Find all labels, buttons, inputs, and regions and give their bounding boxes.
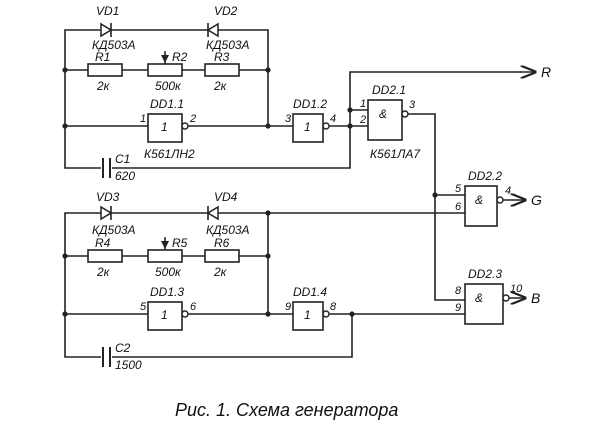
- capacitor-c2-symbol: [101, 347, 112, 367]
- diode-vd1-symbol: [100, 22, 113, 38]
- vd3-type: КД503А: [92, 223, 136, 237]
- resistor-r6-body: [204, 249, 240, 263]
- c1-value: 620: [115, 169, 135, 183]
- capacitor-c1-symbol: [101, 158, 112, 178]
- vd4-type: КД503А: [206, 223, 250, 237]
- junction-dots: [62, 67, 438, 317]
- resistor-r1-body: [87, 63, 123, 77]
- dd1-3-pin-out: 6: [190, 301, 197, 313]
- dd2-2-pin-in2: 6: [455, 201, 462, 213]
- output-r-label: R: [541, 64, 551, 80]
- dd2-1-label: DD2.1: [372, 83, 406, 97]
- gate-dd2-1: [367, 99, 409, 141]
- r2-value: 500к: [155, 79, 182, 93]
- figure-caption: Рис. 1. Схема генератора: [175, 400, 398, 420]
- c2-label: C2: [115, 341, 131, 355]
- vd1-label: VD1: [96, 4, 119, 18]
- r6-label: R6: [214, 236, 230, 250]
- gate-dd1-4: [292, 301, 330, 331]
- dd1-3-pin-in: 5: [140, 301, 147, 313]
- dd1-1-pin-in: 1: [140, 113, 146, 125]
- dd1-1-label: DD1.1: [150, 97, 184, 111]
- dd1-4-pin-out: 8: [330, 301, 337, 313]
- r5-wiper-arrow: [161, 241, 169, 249]
- dd1-2-pin-in: 3: [285, 113, 292, 125]
- dd2-3-pin-in1: 8: [455, 285, 462, 297]
- r1-label: R1: [95, 50, 110, 64]
- dd1-4-pin-in: 9: [285, 301, 291, 313]
- gate-dd1-3: [147, 301, 189, 331]
- dd2-1-symbol: &: [379, 107, 387, 121]
- vd2-label: VD2: [214, 4, 238, 18]
- dd2-2-symbol: &: [475, 193, 483, 207]
- c1-label: C1: [115, 152, 130, 166]
- gate-dd1-2: [292, 113, 330, 143]
- vd1-type: КД503А: [92, 38, 136, 52]
- resistor-r3-body: [204, 63, 240, 77]
- dd1-1-symbol: 1: [161, 120, 168, 134]
- dd2-2-pin-in1: 5: [455, 183, 462, 195]
- dd2-1-pin-in2: 2: [359, 114, 366, 126]
- dd2-1-pin-in1: 1: [360, 98, 366, 110]
- dd2-1-pin-out: 3: [409, 99, 416, 111]
- r5-label: R5: [172, 236, 188, 250]
- vd3-label: VD3: [96, 190, 120, 204]
- r2-label: R2: [172, 50, 188, 64]
- gate-dd2-3: [464, 283, 510, 325]
- dd1-4-symbol: 1: [304, 308, 311, 322]
- r3-label: R3: [214, 50, 230, 64]
- output-b-label: B: [531, 290, 540, 306]
- output-g-label: G: [531, 192, 542, 208]
- resistor-r5-body: [147, 249, 183, 263]
- dd2-3-label: DD2.3: [468, 267, 502, 281]
- diode-vd2-symbol: [206, 22, 219, 38]
- vd2-type: КД503А: [206, 38, 250, 52]
- gate-dd1-1: [147, 113, 189, 143]
- dd2-2-label: DD2.2: [468, 169, 502, 183]
- r3-value: 2к: [213, 79, 228, 93]
- dd2-3-pin-out: 10: [510, 283, 523, 295]
- r5-value: 500к: [155, 265, 182, 279]
- r6-value: 2к: [213, 265, 228, 279]
- r2-wiper-arrow: [161, 55, 169, 63]
- resistor-r2-body: [147, 63, 183, 77]
- dd1-3-symbol: 1: [161, 308, 168, 322]
- diode-vd3-symbol: [100, 205, 113, 221]
- diode-vd4-symbol: [206, 205, 219, 221]
- dd1-2-symbol: 1: [304, 120, 311, 134]
- top-branch-wires: [64, 29, 521, 301]
- dd1-chip-type: К561ЛН2: [144, 147, 195, 161]
- dd1-4-label: DD1.4: [293, 285, 327, 299]
- dd1-2-label: DD1.2: [293, 97, 327, 111]
- dd1-2-pin-out: 4: [330, 113, 336, 125]
- dd2-2-pin-out: 4: [505, 185, 511, 197]
- r1-value: 2к: [96, 79, 111, 93]
- c2-value: 1500: [115, 358, 142, 372]
- resistor-r4-body: [87, 249, 123, 263]
- dd1-1-pin-out: 2: [189, 113, 196, 125]
- gate-dd2-2: [464, 185, 504, 227]
- dd2-3-symbol: &: [475, 291, 483, 305]
- vd4-label: VD4: [214, 190, 238, 204]
- dd2-3-pin-in2: 9: [455, 302, 461, 314]
- dd1-3-label: DD1.3: [150, 285, 184, 299]
- r4-label: R4: [95, 236, 111, 250]
- dd2-chip-type: К561ЛА7: [370, 147, 421, 161]
- r4-value: 2к: [96, 265, 111, 279]
